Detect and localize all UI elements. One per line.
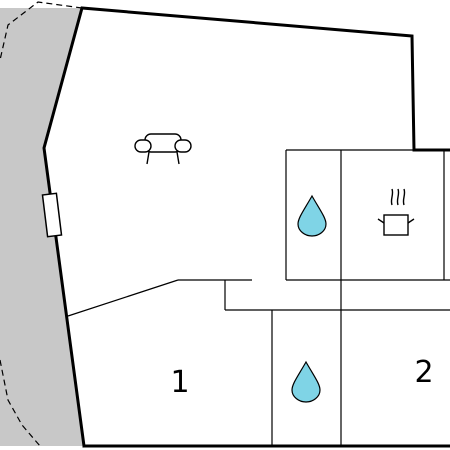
room-label-2: 2 xyxy=(414,355,433,390)
terrace-area xyxy=(0,8,84,446)
water-drop-icon xyxy=(291,360,321,403)
interior-walls xyxy=(67,149,450,446)
window xyxy=(41,192,63,238)
cooking-pot-icon xyxy=(377,188,415,236)
terrace-dashed-edge xyxy=(0,1,83,447)
room-label-1: 1 xyxy=(170,365,189,400)
water-drop-icon xyxy=(297,194,327,237)
sofa-icon xyxy=(134,133,192,165)
